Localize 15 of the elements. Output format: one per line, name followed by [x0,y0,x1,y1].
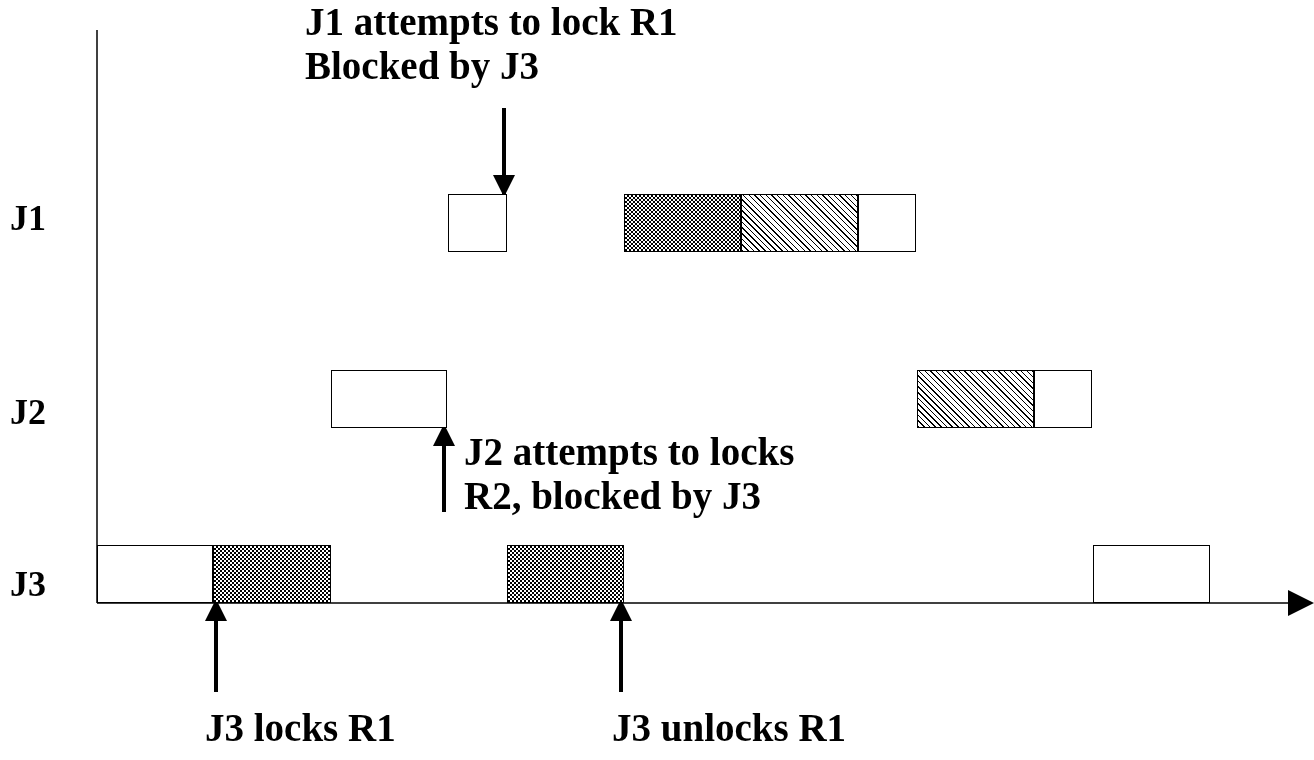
annotation-text: J2 attempts to locks R2, blocked by J3 [464,430,849,518]
row-label: J3 [10,563,46,606]
annotation-text: J3 unlocks R1 [612,706,932,750]
empty-bar [1093,545,1210,603]
empty-bar [448,194,507,252]
row-label: J1 [10,197,46,240]
hatched-bar [741,194,858,252]
hatched-bar [917,370,1034,428]
row-label: J2 [10,391,46,434]
checkered-bar [624,194,741,252]
empty-bar [331,370,447,428]
checkered-bar [507,545,624,603]
annotation-text: J3 locks R1 [205,706,505,750]
checkered-bar [213,545,331,603]
annotation-text: J1 attempts to lock R1 Blocked by J3 [305,0,733,88]
